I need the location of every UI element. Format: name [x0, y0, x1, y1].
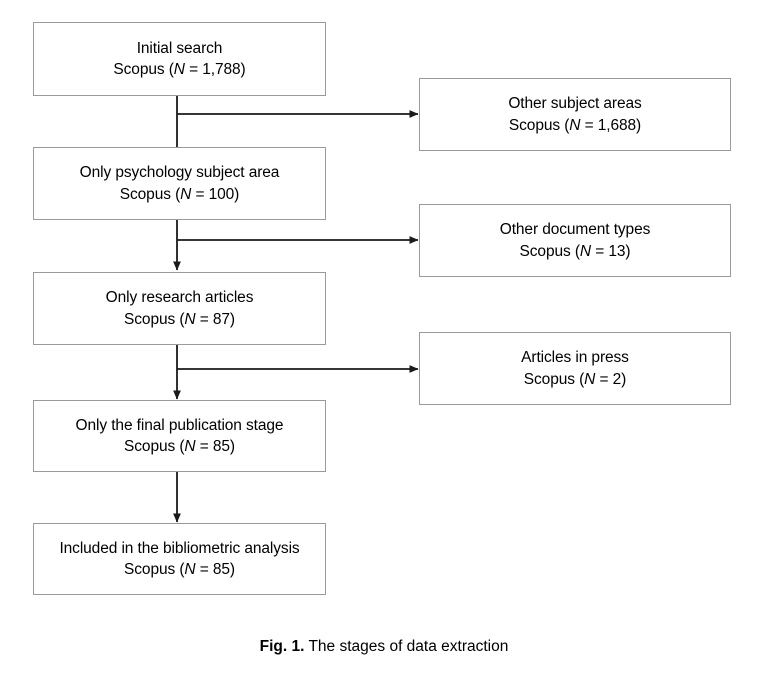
stage-count-prefix: Scopus (	[119, 185, 181, 203]
stage-count-value: = 1,788)	[184, 61, 246, 78]
exclusion-count-variable: N	[569, 116, 581, 134]
stage-box-psychology-subject-area[interactable]: Only psychology subject area Scopus (N =…	[33, 147, 326, 220]
stage-count-prefix: Scopus (	[113, 61, 174, 78]
exclusion-count: Scopus (N = 1,688)	[509, 115, 641, 136]
exclusion-count: Scopus (N = 2)	[523, 369, 627, 390]
exclusion-count-prefix: Scopus (	[523, 370, 585, 388]
stage-count-variable: N	[180, 185, 192, 203]
exclusion-box-articles-in-press[interactable]: Articles in press Scopus (N = 2)	[419, 332, 731, 405]
stage-box-included-bibliometric-analysis[interactable]: Included in the bibliometric analysis Sc…	[33, 523, 326, 595]
stage-count-value: = 100)	[191, 185, 240, 203]
stage-count-variable: N	[173, 61, 185, 78]
stage-box-final-publication-stage[interactable]: Only the final publication stage Scopus …	[33, 400, 326, 472]
exclusion-count-prefix: Scopus (	[508, 116, 570, 134]
stage-count-prefix: Scopus (	[124, 438, 185, 455]
stage-box-research-articles[interactable]: Only research articles Scopus (N = 87)	[33, 272, 326, 345]
stage-count-prefix: Scopus (	[124, 310, 185, 328]
stage-box-initial-search[interactable]: Initial search Scopus (N = 1,788)	[33, 22, 326, 96]
stage-title: Only research articles	[105, 289, 254, 307]
exclusion-box-other-document-types[interactable]: Other document types Scopus (N = 13)	[419, 204, 731, 277]
figure-caption-label: Fig. 1.	[259, 638, 305, 655]
stage-count-value: = 85)	[195, 438, 235, 455]
stage-count: Scopus (N = 85)	[124, 559, 235, 580]
stage-title: Only psychology subject area	[79, 164, 280, 182]
stage-count-variable: N	[184, 438, 196, 455]
stage-count-variable: N	[184, 310, 196, 328]
exclusion-count-variable: N	[579, 242, 591, 260]
exclusion-title: Articles in press	[521, 349, 629, 367]
stage-count-prefix: Scopus (	[124, 561, 185, 578]
exclusion-count-value: = 13)	[591, 242, 631, 260]
stage-count-value: = 87)	[195, 310, 235, 328]
stage-title: Only the final publication stage	[75, 416, 284, 434]
exclusion-count-variable: N	[584, 370, 596, 388]
stage-count-value: = 85)	[195, 561, 235, 578]
stage-title: Included in the bibliometric analysis	[59, 539, 300, 557]
stage-count-variable: N	[184, 561, 196, 578]
exclusion-count-value: = 1,688)	[580, 116, 642, 134]
exclusion-box-other-subject-areas[interactable]: Other subject areas Scopus (N = 1,688)	[419, 78, 731, 151]
figure-caption-text: The stages of data extraction	[304, 638, 509, 655]
exclusion-count-value: = 2)	[595, 370, 627, 388]
exclusion-count: Scopus (N = 13)	[520, 241, 631, 262]
stage-count: Scopus (N = 100)	[119, 184, 240, 205]
stage-count: Scopus (N = 87)	[124, 309, 235, 330]
exclusion-title: Other document types	[499, 221, 651, 239]
stage-count: Scopus (N = 85)	[124, 436, 235, 457]
exclusion-count-prefix: Scopus (	[519, 242, 580, 260]
stage-count: Scopus (N = 1,788)	[113, 59, 245, 80]
stage-title: Initial search	[136, 39, 223, 57]
figure-caption: Fig. 1. The stages of data extraction	[0, 638, 768, 656]
exclusion-title: Other subject areas	[508, 95, 642, 113]
